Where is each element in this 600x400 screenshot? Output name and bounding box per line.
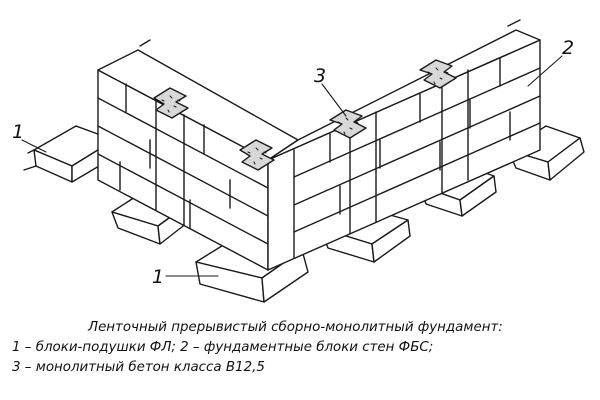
monolithic-concrete-patch-1 <box>153 87 189 119</box>
caption-legend-line-2: 3 – монолитный бетон класса В12,5 <box>12 360 265 375</box>
label-pad-upper: 1 <box>12 121 24 143</box>
foundation-diagram: 1 1 2 3 <box>12 19 585 303</box>
label-wall-block: 2 <box>562 37 574 59</box>
figure-caption: Ленточный прерывистый сборно-монолитный … <box>0 318 600 378</box>
caption-title: Ленточный прерывистый сборно-монолитный … <box>88 320 503 335</box>
monolithic-concrete-patch-4 <box>419 59 457 89</box>
monolithic-concrete-patch-3 <box>329 109 367 139</box>
right-wall <box>267 19 541 271</box>
caption-legend-line-1: 1 – блоки-подушки ФЛ; 2 – фундаментные б… <box>12 340 434 355</box>
leader-line-pad-upper <box>21 139 47 153</box>
monolithic-concrete-patch-2 <box>239 139 275 171</box>
leader-line-monolithic <box>321 83 347 117</box>
label-pad-lower: 1 <box>152 266 164 288</box>
label-monolithic: 3 <box>314 65 326 87</box>
leader-line-wall-block <box>527 55 563 87</box>
